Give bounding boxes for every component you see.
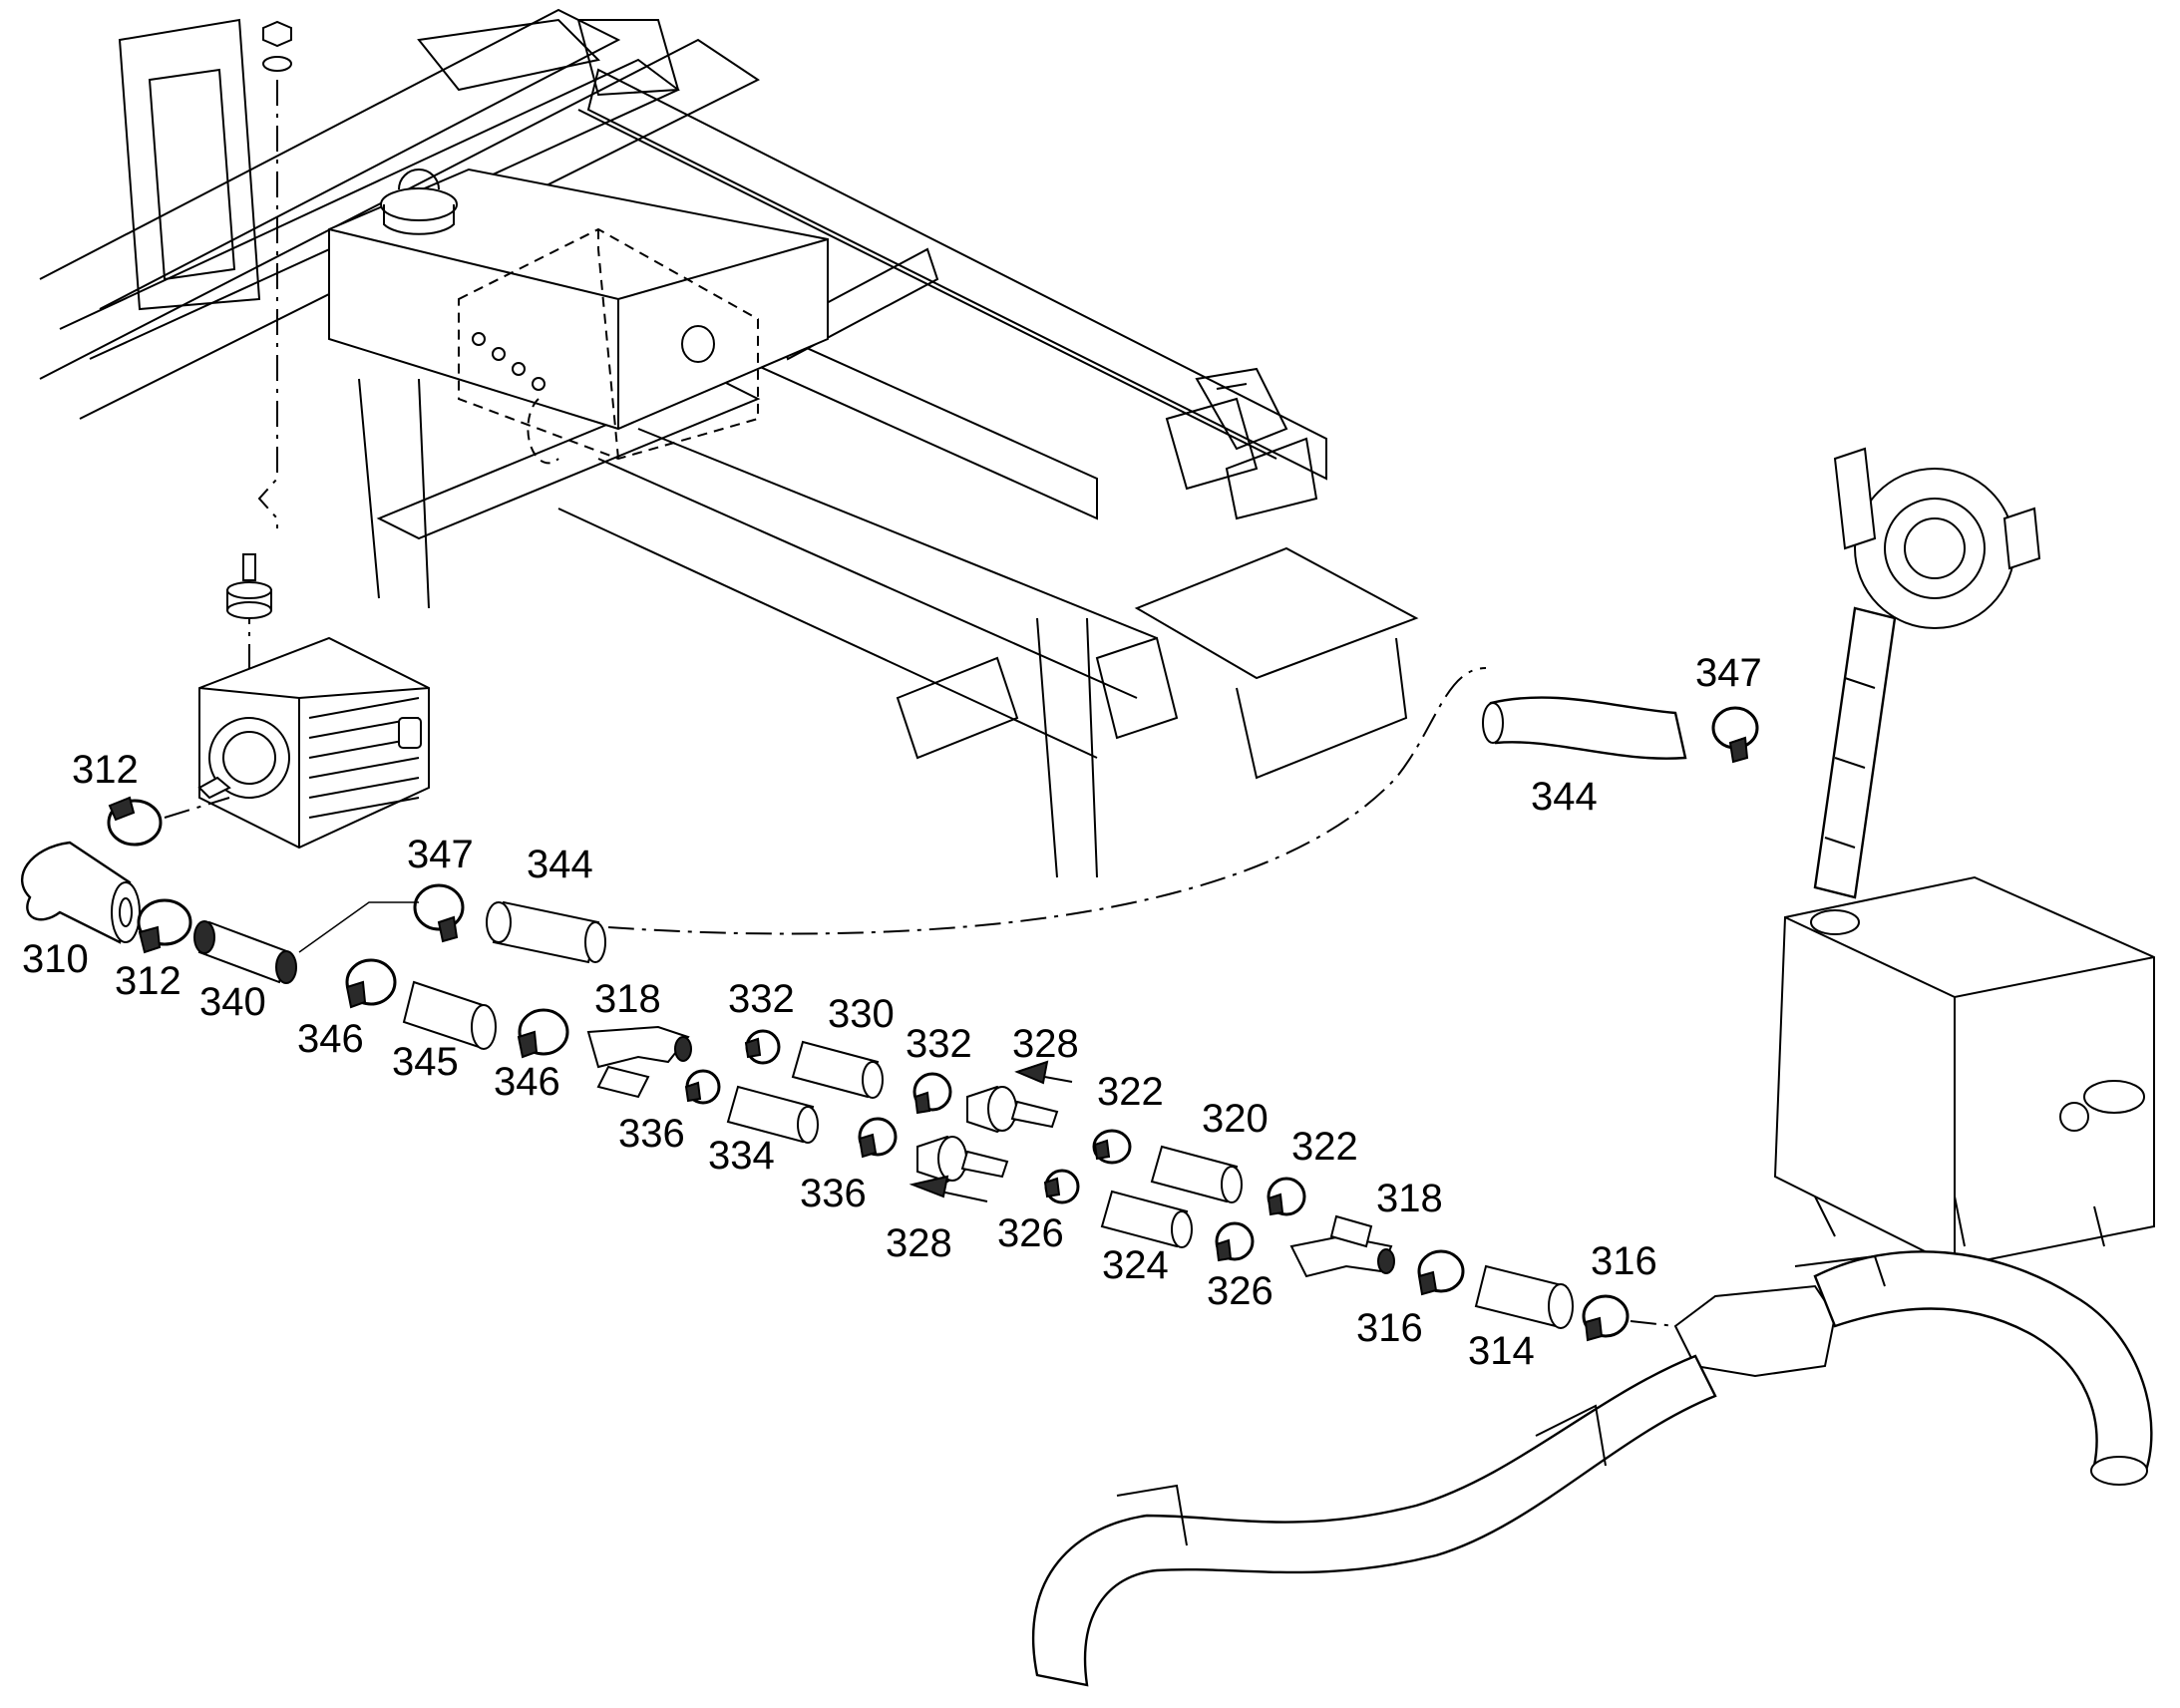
callout-346-b: 346: [494, 1060, 560, 1104]
clamp-336-b: [858, 1117, 898, 1159]
callout-322-a: 322: [1097, 1070, 1164, 1114]
callout-312-top: 312: [72, 748, 139, 792]
callout-324: 324: [1102, 1243, 1169, 1287]
clamp-346-a: [345, 958, 397, 1009]
hose-assembly-chain: [20, 796, 1676, 1342]
callout-347-right: 347: [1695, 651, 1762, 695]
valve-328-top: [966, 1085, 1059, 1134]
blower-assembly: [1813, 447, 2041, 899]
callout-332-a: 332: [728, 977, 795, 1021]
hose-344-left: [486, 900, 606, 964]
callout-347-left: 347: [407, 833, 474, 876]
clamp-312-top: [107, 796, 163, 847]
clamp-322-b: [1267, 1177, 1306, 1216]
hose-340: [193, 920, 297, 984]
y-piece-318-left: [586, 1025, 692, 1099]
callout-330: 330: [828, 992, 895, 1036]
clamp-316-b: [1582, 1294, 1630, 1342]
callout-340: 340: [199, 980, 266, 1024]
clamp-336-a: [684, 1069, 721, 1105]
hose-345: [402, 980, 497, 1050]
hose-314: [1474, 1264, 1574, 1329]
clamp-346-b: [517, 1008, 569, 1059]
callout-316-a: 316: [1356, 1306, 1423, 1350]
clamp-347-right: [1711, 706, 1759, 764]
exhaust-pipe: [1031, 1250, 2153, 1687]
callout-334: 334: [708, 1134, 775, 1178]
callout-322-b: 322: [1291, 1125, 1358, 1169]
callout-labels: 310 312 312 340 346 345 346 347 344 318 …: [22, 651, 1762, 1373]
rubber-mount: [226, 553, 272, 619]
leader-344-left: [298, 901, 419, 953]
callout-328-top: 328: [1012, 1022, 1079, 1066]
clamp-326-b: [1215, 1221, 1255, 1262]
chassis-frame: [39, 8, 1419, 878]
callout-314: 314: [1468, 1329, 1535, 1373]
clamp-326-a: [1043, 1169, 1080, 1204]
callout-336-a: 336: [618, 1112, 685, 1156]
clamp-332-a: [744, 1029, 781, 1065]
clamp-312-bottom: [137, 898, 192, 954]
callout-328-bottom: 328: [886, 1221, 952, 1265]
connection-leader-line: [607, 667, 1487, 935]
callout-336-b: 336: [800, 1172, 867, 1215]
clamp-332-b: [912, 1072, 952, 1115]
callout-320: 320: [1202, 1097, 1269, 1141]
callout-345: 345: [392, 1040, 459, 1084]
heater-unit: [197, 636, 430, 850]
hose-310: [20, 841, 132, 944]
callout-326-b: 326: [1207, 1269, 1273, 1313]
callout-318-right: 318: [1376, 1177, 1443, 1220]
callout-310: 310: [22, 937, 89, 981]
clamp-316-a: [1417, 1249, 1465, 1296]
clamp-322-a: [1092, 1129, 1132, 1165]
hose-324: [1100, 1190, 1193, 1248]
callout-318-left: 318: [594, 977, 661, 1021]
muffler-box: [1773, 875, 2155, 1268]
hose-330: [791, 1040, 884, 1099]
callout-332-b: 332: [906, 1022, 972, 1066]
callout-344-right: 344: [1531, 775, 1598, 819]
hose-320: [1150, 1145, 1243, 1203]
y-piece-318-right: [1289, 1214, 1395, 1278]
hose-344-right: [1482, 696, 1687, 760]
callout-344-left: 344: [527, 843, 593, 886]
clamp-347-left: [413, 883, 465, 943]
valve-328-bottom: [916, 1135, 1009, 1184]
callout-312-bottom: 312: [115, 959, 182, 1003]
hose-334: [726, 1085, 819, 1144]
callout-346-a: 346: [297, 1017, 364, 1061]
callout-326-a: 326: [997, 1211, 1064, 1255]
callout-316-b: 316: [1591, 1239, 1657, 1283]
tank-box: [328, 168, 829, 465]
